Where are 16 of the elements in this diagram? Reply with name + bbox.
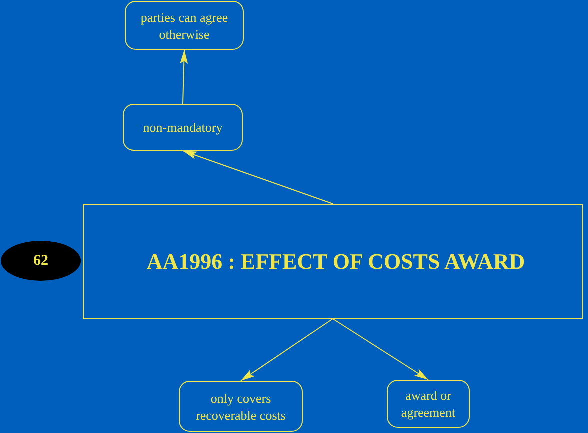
number-oval [1,241,81,281]
box-label: award or agreement [400,387,457,421]
box-label: parties can agree otherwise [140,8,230,42]
arrow [180,50,188,104]
box-label: 62 [34,252,48,270]
rounded-box [387,380,470,428]
arrow [182,150,334,204]
rounded-box [125,1,244,50]
arrow [332,318,429,380]
rounded-box [179,381,303,432]
box-label: AA1996 : EFFECT OF COSTS AWARD [146,248,526,274]
box-label: non-mandatory [142,119,224,136]
title-box [83,204,583,319]
rounded-box [123,104,243,151]
arrow [240,318,334,382]
box-label: only covers recoverable costs [195,390,287,424]
